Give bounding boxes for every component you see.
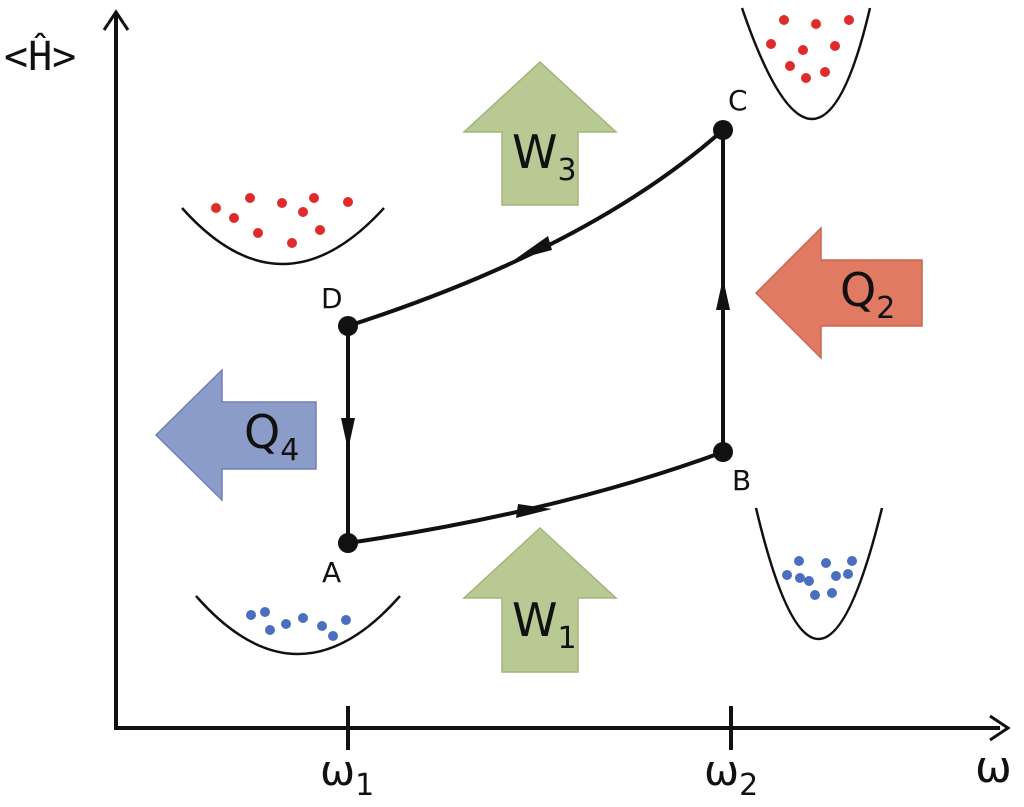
potential-well-b bbox=[754, 507, 884, 640]
point-a-label: A bbox=[322, 556, 341, 589]
potential-well-c bbox=[740, 7, 872, 120]
work-arrow-w3-label: W3 bbox=[512, 125, 577, 188]
point-d bbox=[338, 316, 358, 336]
particles-d bbox=[211, 193, 353, 248]
x-tick-label-w2: ω2 bbox=[704, 746, 758, 803]
potential-well-d bbox=[181, 207, 385, 266]
x-axis-arrowhead bbox=[989, 714, 1011, 742]
y-axis-label: <Ĥ> bbox=[4, 32, 76, 80]
heat-arrow-q4 bbox=[154, 368, 317, 502]
x-tick-label-w1: ω1 bbox=[320, 746, 374, 803]
heat-arrow-q2-label: Q2 bbox=[840, 263, 895, 326]
point-b bbox=[713, 442, 733, 462]
heat-arrow-q4-label: Q4 bbox=[244, 405, 299, 468]
direction-arrow-bc bbox=[716, 278, 730, 310]
particles-c bbox=[766, 15, 854, 83]
cycle-path-c-d bbox=[347, 128, 725, 328]
point-b-label: B bbox=[732, 464, 751, 497]
point-d-label: D bbox=[321, 282, 343, 315]
work-arrow-w3 bbox=[462, 60, 618, 206]
point-c-label: C bbox=[728, 84, 748, 117]
point-c bbox=[713, 120, 733, 140]
particles-a bbox=[246, 607, 351, 641]
direction-arrow-ab bbox=[516, 504, 552, 518]
potential-well-a bbox=[195, 595, 401, 656]
y-axis-arrowhead bbox=[102, 9, 130, 31]
direction-arrow-da bbox=[341, 418, 355, 450]
direction-arrow-cd bbox=[514, 236, 552, 260]
heat-arrow-q2 bbox=[754, 226, 923, 360]
point-a bbox=[338, 533, 358, 553]
work-arrow-w1-label: W1 bbox=[512, 593, 577, 656]
work-arrow-w1 bbox=[462, 526, 618, 673]
cycle-path-a-b bbox=[347, 450, 724, 545]
particles-b bbox=[782, 556, 857, 600]
x-axis-label: ω bbox=[975, 742, 1012, 793]
